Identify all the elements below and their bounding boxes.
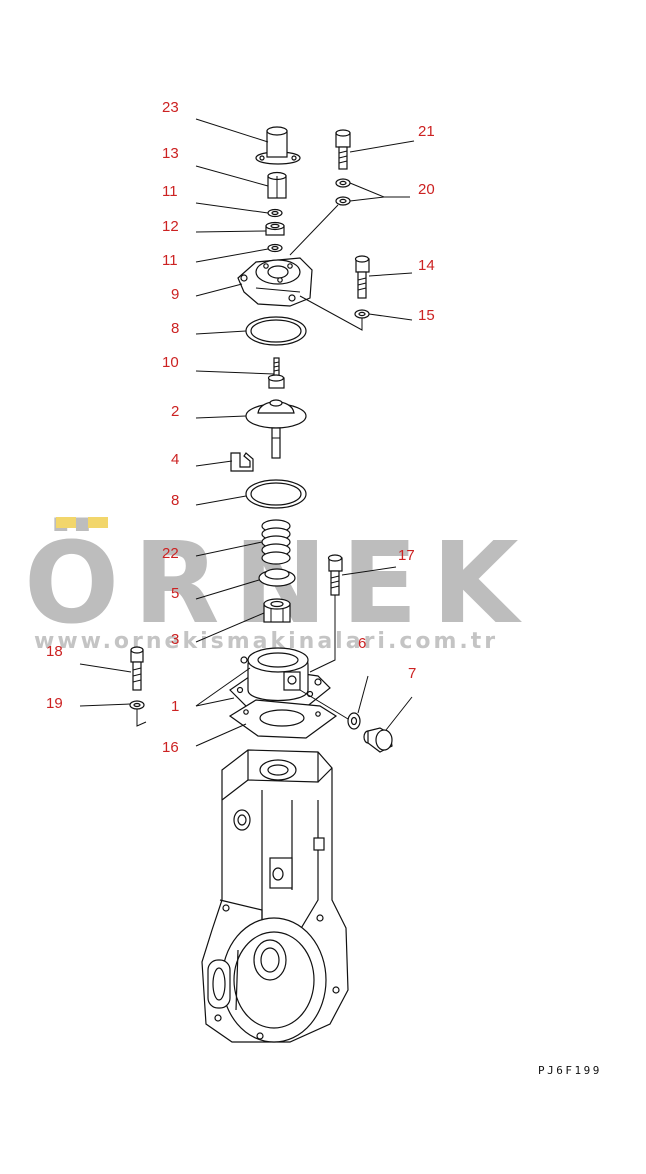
- callout-1: 1: [171, 698, 179, 715]
- part-1-housing: [229, 647, 331, 713]
- callout-11-upper: 11: [162, 183, 178, 200]
- callout-4: 4: [171, 451, 179, 468]
- part-8-oring-upper: [245, 316, 307, 346]
- callout-10: 10: [162, 354, 179, 371]
- callout-18: 18: [46, 643, 63, 660]
- part-5-seat: [258, 568, 296, 587]
- callout-11-lower: 11: [162, 252, 178, 269]
- callout-2: 2: [171, 403, 179, 420]
- part-16-gasket: [228, 699, 338, 739]
- drawing-code: PJ6F199: [538, 1064, 602, 1077]
- part-22-spring: [261, 519, 291, 565]
- part-23-flange-fitting: [255, 126, 301, 165]
- callout-22: 22: [162, 545, 179, 562]
- part-10-screw: [267, 357, 285, 389]
- callout-9: 9: [171, 286, 179, 303]
- callout-13: 13: [162, 145, 179, 162]
- callout-5: 5: [171, 585, 179, 602]
- callout-19: 19: [46, 695, 63, 712]
- callout-labels: 23 13 11 12 11 9 8 10 2 4 8 22 5 3 18 19…: [46, 99, 435, 756]
- part-21-bolt: [335, 129, 351, 170]
- part-3-valve: [263, 598, 291, 623]
- callout-7: 7: [408, 665, 416, 682]
- parts-drawing: 23 13 11 12 11 9 8 10 2 4 8 22 5 3 18 19…: [46, 99, 602, 1077]
- part-7-plug: [363, 727, 393, 753]
- part-4-clip: [230, 452, 254, 472]
- callout-6: 6: [358, 635, 366, 652]
- callout-12: 12: [162, 218, 179, 235]
- part-9-cover: [237, 257, 313, 307]
- watermark-umlaut-dot-left: [56, 517, 76, 528]
- callout-3: 3: [171, 631, 179, 648]
- part-17-bolt: [327, 554, 343, 596]
- part-14-bolt: [354, 255, 370, 299]
- callout-14: 14: [418, 257, 435, 274]
- part-2-diaphragm: [245, 399, 307, 459]
- callout-21: 21: [418, 123, 435, 140]
- leader-lines: [79, 118, 415, 747]
- part-12-nut: [265, 221, 285, 236]
- callout-16: 16: [162, 739, 179, 756]
- part-20-washers: [335, 178, 351, 206]
- callout-15: 15: [418, 307, 435, 324]
- main-case-body: [201, 749, 349, 1043]
- callout-23: 23: [162, 99, 179, 116]
- part-8-oring-lower: [245, 479, 307, 509]
- part-18-bolt: [130, 646, 144, 691]
- watermark-umlaut-dot-right: [88, 517, 108, 528]
- callout-8-lower: 8: [171, 492, 179, 509]
- part-13-hex-fitting: [267, 171, 287, 199]
- callout-17: 17: [398, 547, 415, 564]
- callout-20: 20: [418, 181, 435, 198]
- callout-8-upper: 8: [171, 320, 179, 337]
